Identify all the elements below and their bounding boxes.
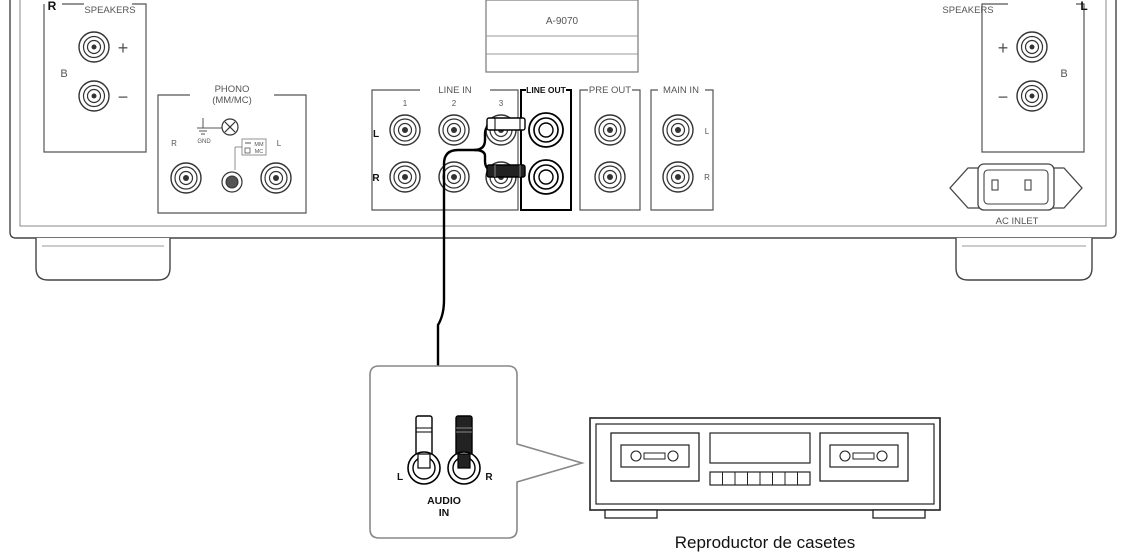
mc-label: MC — [255, 149, 264, 155]
speakers-l-row: B — [1060, 68, 1067, 80]
line-in-r-label: R — [372, 173, 380, 184]
plus-sign: + — [998, 38, 1009, 58]
speaker-post-l-plus — [1016, 31, 1048, 63]
speakers-r-title: SPEAKERS — [84, 5, 135, 16]
pre-out-title: PRE OUT — [589, 85, 631, 96]
main-in-r-label: R — [704, 173, 710, 182]
audio-in-inset: L R AUDIO IN — [369, 365, 585, 539]
speakers-r-row: B — [60, 68, 67, 80]
line-out-group: LINE OUT — [520, 85, 572, 211]
plug-black-lineout — [486, 164, 526, 178]
plug-black-audioin — [455, 415, 473, 457]
main-in-title: MAIN IN — [663, 85, 699, 96]
speaker-post-r-plus — [78, 31, 110, 63]
audio-in-r-label: R — [485, 472, 493, 483]
phono-r-jack — [170, 162, 202, 194]
minus-sign: − — [998, 87, 1009, 107]
phono-l-jack — [260, 162, 292, 194]
speaker-post-r-minus — [78, 80, 110, 112]
line-out-r-jack — [528, 159, 564, 195]
model-name: A-9070 — [546, 16, 579, 27]
speakers-r-terminal: SPEAKERS R + − B — [43, 0, 147, 153]
plug-white-audioin — [415, 415, 433, 457]
audio-in-l-label: L — [397, 472, 403, 483]
speakers-l-side: L — [1080, 0, 1087, 13]
line-out-l-jack — [528, 112, 564, 148]
model-plate: A-9070 — [485, 0, 639, 73]
ac-inlet: AC INLET — [949, 163, 1083, 227]
line-in-ch1: 1 — [403, 99, 408, 108]
ground-screw — [221, 118, 239, 136]
speaker-post-l-minus — [1016, 80, 1048, 112]
line-in-1-r-jack — [389, 161, 421, 193]
mm-mc-selector: MM MC — [234, 138, 267, 170]
pre-out-group: PRE OUT — [579, 85, 641, 211]
speakers-l-title: SPEAKERS — [942, 5, 993, 16]
line-in-2-l-jack — [438, 114, 470, 146]
main-in-r-jack — [662, 161, 694, 193]
speakers-r-side: R — [48, 0, 57, 13]
cassette-deck — [589, 417, 941, 519]
ground-icon — [197, 118, 222, 135]
phono-input: PHONO (MM/MC) GND R L MM MC — [157, 84, 307, 214]
main-in-group: MAIN IN L R — [650, 85, 714, 211]
pre-out-l-jack — [594, 114, 626, 146]
line-out-title: LINE OUT — [526, 85, 566, 95]
phono-title-2: (MM/MC) — [212, 95, 252, 106]
line-in-ch2: 2 — [452, 99, 457, 108]
mm-label: MM — [254, 142, 264, 148]
audio-in-title-2: IN — [439, 507, 450, 519]
line-in-ch3: 3 — [499, 99, 504, 108]
mm-mc-switch — [221, 171, 243, 193]
cassette-caption: Reproductor de casetes — [675, 533, 856, 552]
line-in-1-l-jack — [389, 114, 421, 146]
foot-left — [35, 238, 171, 281]
plus-sign: + — [118, 38, 129, 58]
audio-in-l-jack — [407, 451, 441, 485]
pre-out-r-jack — [594, 161, 626, 193]
gnd-label: GND — [197, 139, 211, 145]
main-in-l-jack — [662, 114, 694, 146]
phono-title-1: PHONO — [215, 84, 250, 95]
minus-sign: − — [118, 87, 129, 107]
plug-white-lineout — [486, 117, 526, 131]
foot-right — [955, 238, 1093, 281]
phono-r-label: R — [171, 139, 177, 148]
audio-in-r-jack — [447, 451, 481, 485]
phono-l-label: L — [277, 139, 282, 148]
main-in-l-label: L — [705, 127, 710, 136]
audio-in-title-1: AUDIO — [427, 495, 461, 507]
ac-inlet-label: AC INLET — [996, 216, 1039, 227]
speakers-l-terminal: SPEAKERS L + − B — [942, 0, 1088, 153]
line-in-title: LINE IN — [438, 85, 471, 96]
line-in-l-label: L — [373, 129, 379, 140]
